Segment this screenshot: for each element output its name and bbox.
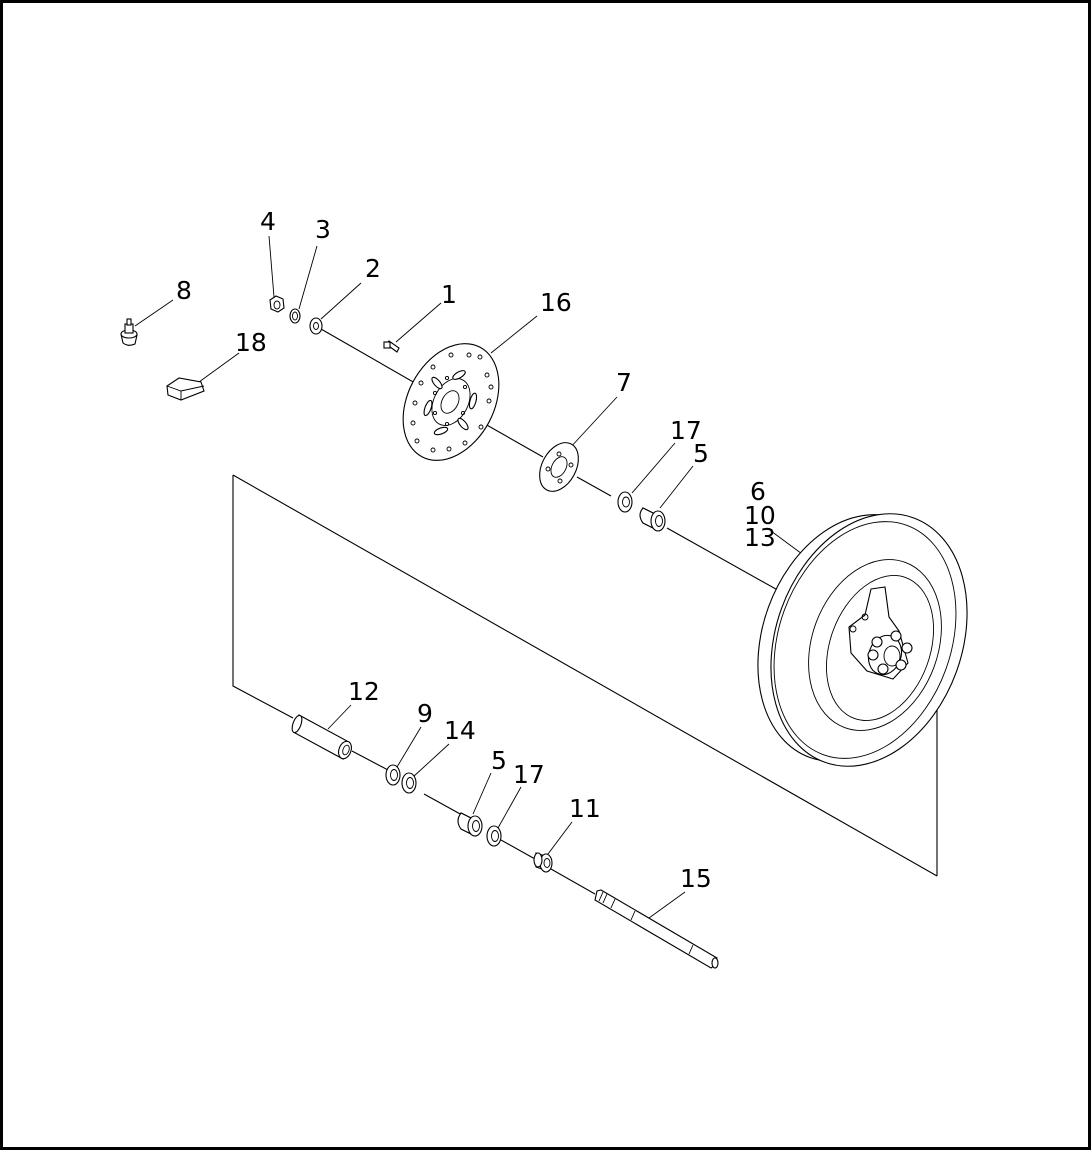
callout-12: 12	[348, 677, 380, 706]
callout-11: 11	[569, 794, 601, 823]
part-3-lock-washer	[289, 308, 301, 324]
part-11-axle-nut	[533, 852, 553, 873]
part-8-fitting	[120, 318, 138, 346]
part-15-axle	[594, 889, 719, 969]
callout-16: 16	[540, 288, 572, 317]
callout-10: 10	[744, 501, 776, 530]
part-14-seal	[401, 772, 417, 794]
part-18-pad	[166, 377, 205, 401]
part-17-seal-upper	[617, 491, 633, 513]
callout-15: 15	[680, 864, 712, 893]
part-5-bearing-upper	[639, 507, 666, 532]
callout-7: 7	[616, 368, 632, 397]
callout-14: 14	[444, 716, 476, 745]
part-1-screw	[383, 340, 400, 353]
exploded-parts-diagram: 4 3 2 1 16 8 18 7 17 5 6 10 13 12 9 14 5…	[120, 207, 968, 969]
part-17-seal-lower	[486, 825, 502, 847]
part-9-washer	[385, 764, 401, 786]
part-12-spacer	[291, 714, 352, 760]
callout-4: 4	[260, 207, 276, 236]
callout-5-lower: 5	[491, 746, 507, 775]
part-6-10-13-wheel	[757, 513, 968, 767]
callout-3: 3	[315, 215, 331, 244]
callout-18: 18	[235, 328, 267, 357]
callout-17-upper: 17	[670, 416, 702, 445]
callout-8: 8	[176, 276, 192, 305]
callout-2: 2	[365, 254, 381, 283]
part-7-adapter-plate	[539, 442, 579, 492]
part-5-bearing-lower	[457, 812, 483, 837]
callout-labels: 4 3 2 1 16 8 18 7 17 5 6 10 13 12 9 14 5…	[176, 207, 776, 893]
callout-9: 9	[417, 699, 433, 728]
callout-5-upper: 5	[693, 439, 709, 468]
leader-lines	[134, 235, 818, 919]
callout-13: 13	[744, 523, 776, 552]
part-4-nut	[269, 295, 285, 313]
callout-1: 1	[441, 280, 457, 309]
callout-17-lower: 17	[513, 760, 545, 789]
part-16-brake-disc	[402, 343, 500, 461]
part-2-washer	[309, 317, 323, 335]
callout-6: 6	[750, 477, 766, 506]
